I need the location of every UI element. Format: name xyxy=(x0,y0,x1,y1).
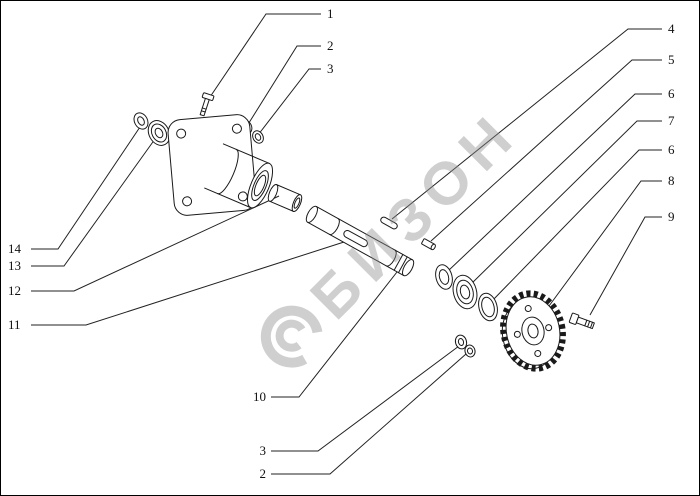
part-shaft-11 xyxy=(305,205,415,277)
callout-label-6a: 6 xyxy=(668,86,675,101)
callout-labels: 1 2 3 4 5 6 7 6 8 9 14 13 12 11 10 3 2 xyxy=(8,6,675,481)
part-bolt-9 xyxy=(568,312,595,330)
part-bearing-7 xyxy=(452,274,478,310)
part-washer-6a xyxy=(435,264,453,290)
sprocket-teeth xyxy=(500,290,566,372)
exploded-assembly xyxy=(133,92,595,372)
bizon-logo-icon xyxy=(260,305,323,368)
callout-label-14: 14 xyxy=(8,241,22,256)
callout-label-8: 8 xyxy=(668,173,675,188)
part-key-4 xyxy=(380,216,398,230)
part-bolt-1 xyxy=(199,92,215,117)
callout-label-10: 10 xyxy=(253,389,266,404)
callout-label-7: 7 xyxy=(668,113,675,128)
leader-line-14 xyxy=(31,126,141,250)
callout-label-13: 13 xyxy=(8,258,21,273)
leader-line-7 xyxy=(467,120,662,288)
leader-line-10 xyxy=(271,271,398,398)
part-key-5 xyxy=(421,238,436,251)
part-bushing-12 xyxy=(267,184,303,212)
part-flange-housing xyxy=(167,114,274,216)
leader-lines xyxy=(31,13,662,475)
part-washer-14 xyxy=(133,112,149,130)
callout-label-4: 4 xyxy=(668,21,675,36)
leader-line-5 xyxy=(430,59,662,242)
callout-label-11: 11 xyxy=(8,317,21,332)
callout-label-12: 12 xyxy=(8,283,21,298)
callout-label-5: 5 xyxy=(668,52,675,67)
leader-line-12 xyxy=(31,195,280,292)
part-washer-3 xyxy=(252,130,264,144)
leader-line-2b xyxy=(271,353,467,475)
callout-label-6b: 6 xyxy=(668,142,675,157)
callout-label-2-bottom: 2 xyxy=(260,466,267,481)
callout-label-2: 2 xyxy=(327,38,334,53)
leader-line-4 xyxy=(391,28,662,220)
part-nut-2b xyxy=(464,344,476,358)
leader-line-8 xyxy=(548,180,662,307)
leader-line-3 xyxy=(257,68,321,136)
leader-line-11 xyxy=(31,241,345,326)
leader-line-9 xyxy=(589,216,662,316)
leader-line-13 xyxy=(31,138,156,267)
part-washer-3b xyxy=(454,334,468,350)
leader-line-6a xyxy=(447,93,662,272)
callout-label-9: 9 xyxy=(668,209,675,224)
callout-label-3-bottom: 3 xyxy=(260,443,267,458)
part-sprocket-8 xyxy=(500,290,566,372)
part-retaining-ring-6b xyxy=(478,292,498,322)
leader-line-1 xyxy=(207,13,321,101)
leader-line-3b xyxy=(271,345,460,452)
leader-line-2 xyxy=(246,45,321,127)
callout-label-1: 1 xyxy=(327,6,334,21)
part-bearing-13 xyxy=(147,120,171,146)
callout-label-3: 3 xyxy=(327,61,334,76)
leader-line-6b xyxy=(490,149,662,303)
